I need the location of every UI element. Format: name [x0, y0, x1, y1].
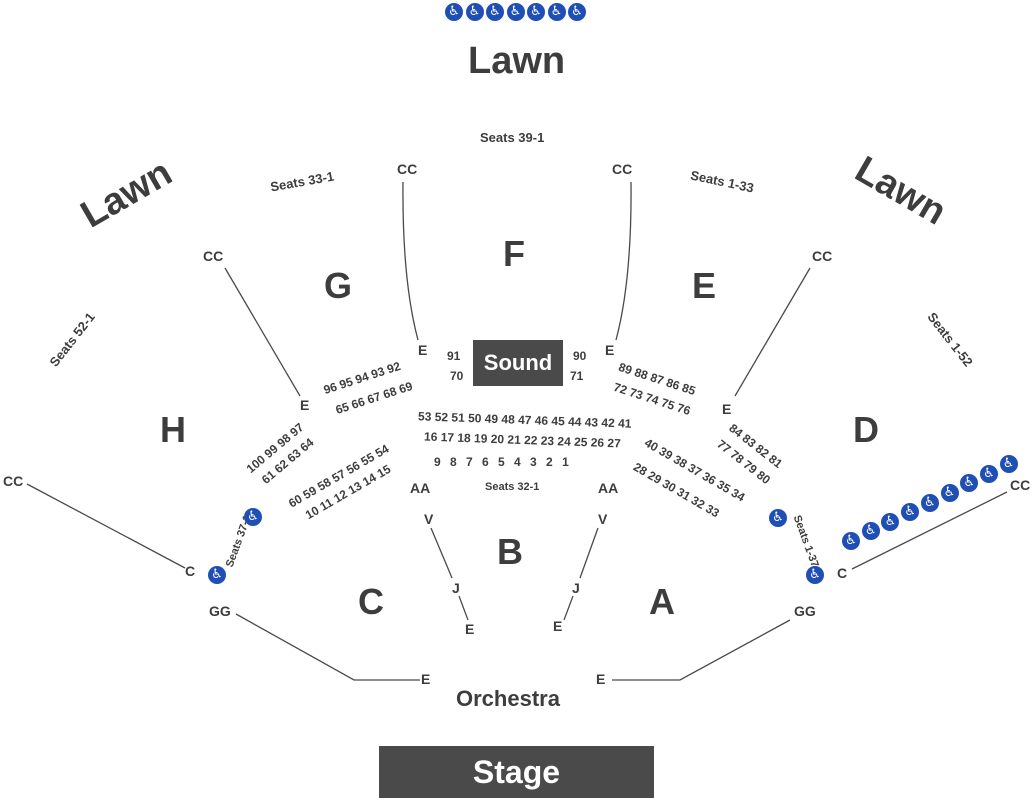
wheelchair-icon: ♿: [901, 503, 920, 522]
box-number: 71: [570, 369, 584, 383]
row-aa: AA: [410, 480, 431, 496]
row-cc: CC: [3, 473, 24, 489]
row-e: E: [418, 342, 428, 358]
wheelchair-icon: ♿: [465, 3, 484, 21]
section-e[interactable]: E: [692, 265, 717, 306]
row-cc: CC: [203, 248, 224, 264]
wheelchair-icon: ♿: [861, 522, 880, 541]
wheelchair-icon: ♿: [769, 509, 787, 527]
wheelchair-icon: ♿: [568, 3, 586, 21]
box-number: 70: [450, 369, 464, 383]
wheelchair-icon: ♿: [881, 512, 900, 531]
aisle-line: [402, 181, 419, 341]
row-gg: GG: [794, 603, 816, 619]
row-e: E: [605, 342, 615, 358]
stage: Stage: [379, 746, 654, 798]
row-v: V: [598, 511, 608, 527]
seats-range-center: Seats 32-1: [485, 481, 540, 493]
section-h[interactable]: H: [160, 409, 186, 450]
section-f[interactable]: F: [503, 233, 525, 274]
box-number: 91: [447, 349, 461, 363]
section-d[interactable]: D: [853, 409, 879, 450]
wheelchair-icon: ♿: [244, 508, 262, 526]
wheelchair-icon: ♿: [940, 484, 959, 502]
wheelchair-icon: ♿: [527, 3, 545, 21]
wheelchair-icon: ♿: [842, 532, 860, 550]
row-aa: AA: [598, 480, 619, 496]
aisle-line: [615, 181, 632, 341]
lawn-top-label: Lawn: [468, 40, 566, 82]
row-gg: GG: [209, 603, 231, 619]
row-e: E: [553, 618, 563, 634]
wheelchair-icon: ♿: [920, 493, 939, 512]
wheelchair-icon: ♿: [486, 3, 504, 21]
aisle-line: [579, 527, 599, 579]
wheelchair-icon: ♿: [506, 3, 525, 21]
aisle-line: [851, 491, 1008, 570]
aisle-line: [734, 267, 811, 397]
section-b[interactable]: B: [497, 531, 523, 572]
seats-range-top: Seats 39-1: [480, 130, 545, 145]
orchestra-label: Orchestra: [456, 686, 560, 711]
wheelchair-icon: ♿: [999, 455, 1018, 474]
section-c[interactable]: C: [358, 581, 384, 622]
aisle-line: [26, 483, 186, 569]
row-c: C: [185, 563, 196, 579]
section-a[interactable]: A: [649, 581, 675, 622]
row-cc: CC: [612, 161, 633, 177]
wheelchair-icon: ♿: [806, 566, 824, 584]
wheelchair-icon: ♿: [445, 3, 463, 21]
row-cc: CC: [397, 161, 418, 177]
row-c: C: [837, 565, 848, 581]
row-cc: CC: [812, 248, 833, 264]
box-seats-b-row3: 9 8 7 6 5 4 3 2 1: [434, 455, 569, 469]
box-number: 90: [573, 349, 587, 363]
aisle-line: [612, 619, 791, 681]
row-e: E: [421, 671, 431, 687]
wheelchair-icon: ♿: [960, 474, 979, 493]
row-j: J: [452, 580, 460, 596]
row-j: J: [572, 580, 580, 596]
wheelchair-icon: ♿: [547, 3, 566, 21]
row-e: E: [465, 621, 475, 637]
aisle-line: [458, 595, 469, 621]
wheelchair-icon: ♿: [979, 464, 998, 483]
aisle-line: [430, 527, 453, 579]
sound-booth: Sound: [473, 340, 563, 386]
wheelchair-icon: ♿: [208, 566, 226, 584]
row-e: E: [596, 671, 606, 687]
row-e: E: [300, 397, 310, 413]
row-e: E: [722, 401, 732, 417]
row-cc: CC: [1010, 477, 1031, 493]
row-v: V: [424, 511, 434, 527]
aisle-line: [563, 595, 574, 621]
aisle-line: [224, 267, 301, 397]
aisle-line: [235, 613, 420, 681]
section-g[interactable]: G: [324, 265, 353, 306]
